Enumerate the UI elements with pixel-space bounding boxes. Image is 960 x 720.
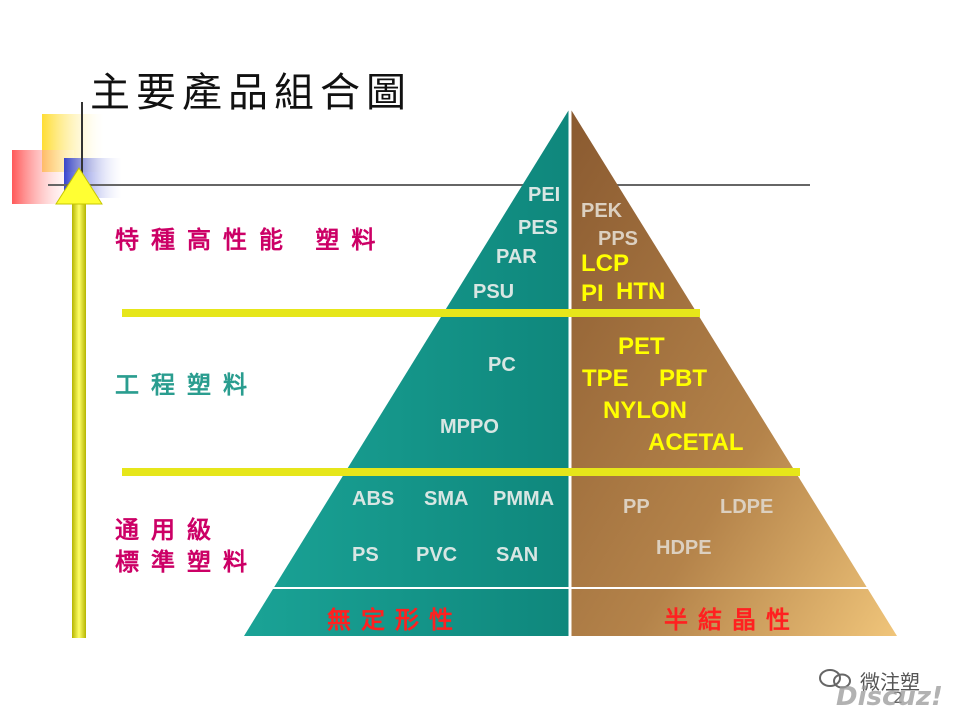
material-pmma: PMMA <box>493 488 555 510</box>
material-hdpe: HDPE <box>656 537 712 559</box>
material-sma: SMA <box>424 488 469 510</box>
material-mppo: MPPO <box>440 416 499 438</box>
decor-squares <box>12 114 122 204</box>
material-pvc: PVC <box>416 544 458 566</box>
tier-label-specialty: 特種高性能 塑料 <box>115 226 388 254</box>
material-pet: PET <box>618 333 665 360</box>
tier-label-standard: 標準塑料 <box>115 548 259 576</box>
material-pc: PC <box>488 354 516 376</box>
base-label-crystalline: 半結晶性 <box>664 606 800 634</box>
material-pei: PEI <box>528 184 561 206</box>
material-pi: PI <box>581 280 604 307</box>
material-par: PAR <box>496 246 537 268</box>
tier-label-general: 通用級 <box>115 516 223 544</box>
material-lcp: LCP <box>581 250 629 277</box>
arrow-head <box>55 167 103 205</box>
material-pp: PP <box>623 496 650 518</box>
chat-bubble-icon <box>819 669 851 689</box>
material-psu: PSU <box>473 281 515 303</box>
material-pbt: PBT <box>659 365 707 392</box>
watermark-brand: 微注塑 <box>860 670 920 694</box>
material-ldpe: LDPE <box>720 496 774 518</box>
arrow-shaft <box>72 196 86 638</box>
base-label-amorphous: 無定形性 <box>327 606 463 634</box>
tier-label-engineering: 工程塑料 <box>115 371 259 399</box>
material-pps: PPS <box>598 228 639 250</box>
material-tpe: TPE <box>582 365 629 392</box>
crystalline-half <box>570 108 897 636</box>
material-pes: PES <box>518 217 559 239</box>
material-san: SAN <box>496 544 539 566</box>
page-number: 2 <box>893 688 904 707</box>
amorphous-half <box>244 108 570 636</box>
material-acetal: ACETAL <box>648 429 744 456</box>
material-htn: HTN <box>616 278 666 305</box>
page-title: 主要產品組合圖 <box>90 70 412 116</box>
material-abs: ABS <box>352 488 395 510</box>
material-nylon: NYLON <box>603 397 687 424</box>
material-pek: PEK <box>581 200 623 222</box>
material-ps: PS <box>352 544 379 566</box>
watermark-site: Discuz! <box>836 682 943 712</box>
